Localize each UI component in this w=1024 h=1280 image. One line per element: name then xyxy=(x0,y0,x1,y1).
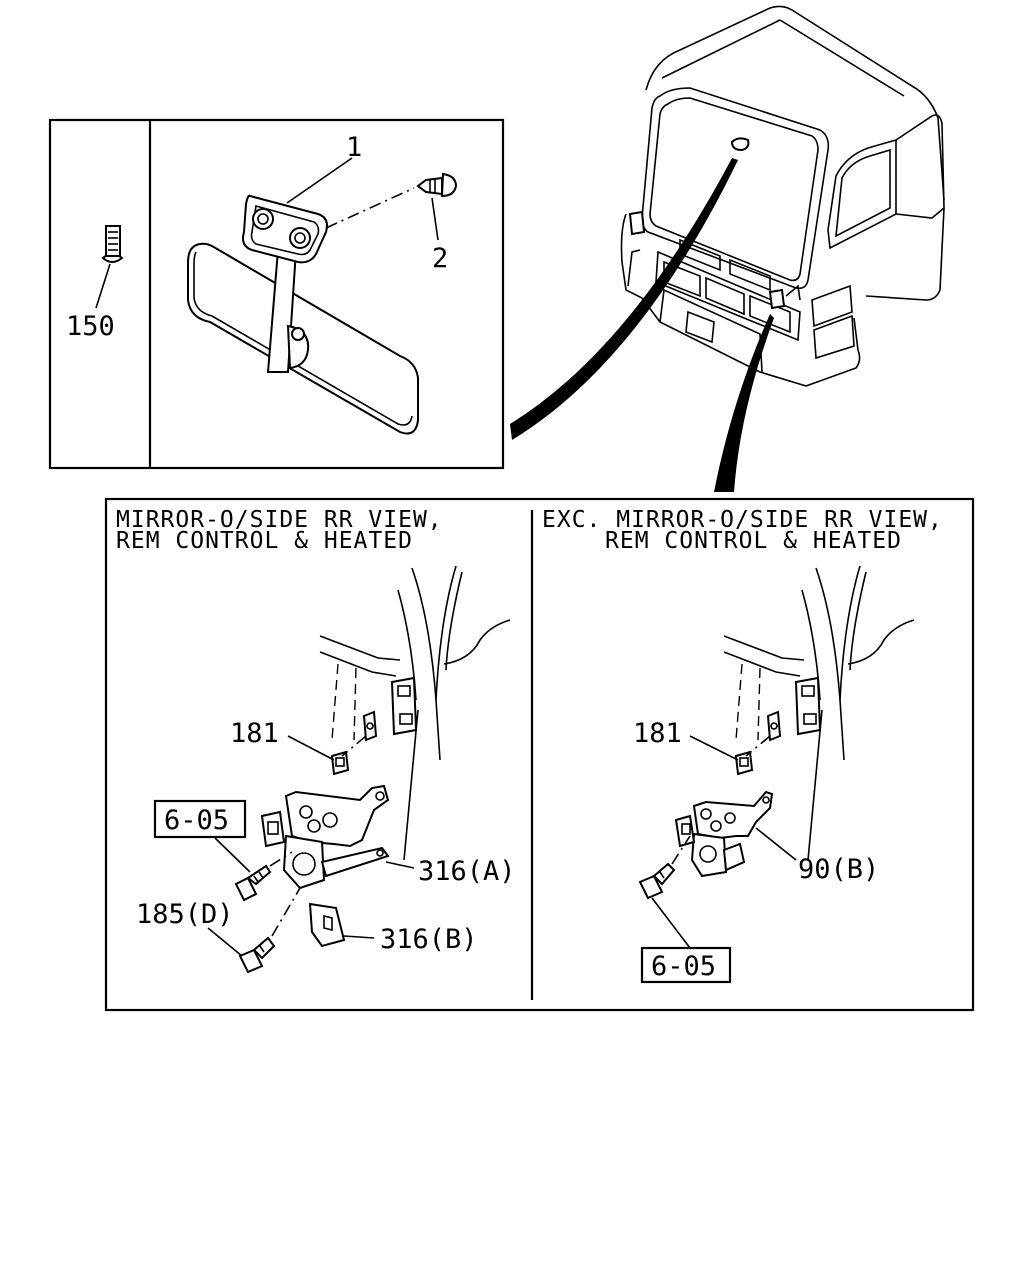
left-panel-body-outline xyxy=(319,565,511,861)
rear-view-mirror-icon xyxy=(187,194,419,435)
left-panel-header-line1: MIRROR-O/SIDE RR VIEW, xyxy=(116,507,443,533)
bracket-90b-icon xyxy=(674,790,774,878)
bolt-185d-icon xyxy=(238,936,276,974)
right-hinge-icon xyxy=(794,676,822,736)
left-callout-181: 181 xyxy=(230,718,279,749)
right-ref-6-05[interactable]: 6-05 xyxy=(640,946,732,984)
callout-1: 1 xyxy=(346,132,362,163)
left-callout-185d: 185(D) xyxy=(136,899,234,930)
clip-150-icon xyxy=(95,225,124,309)
right-clip-nut-icon xyxy=(734,710,782,776)
bracket-316a-icon xyxy=(260,784,390,890)
screw-2-icon xyxy=(416,172,458,198)
left-ref-6-05[interactable]: 6-05 xyxy=(153,799,247,839)
leader-sweep-mirror xyxy=(510,158,738,440)
left-clip-nut-icon xyxy=(330,710,378,776)
clip-316b-icon xyxy=(308,902,346,948)
truck-cab-icon xyxy=(620,5,945,387)
left-callout-316a: 316(A) xyxy=(418,856,516,887)
right-ref-label: 6-05 xyxy=(651,951,716,982)
bolt-right-icon xyxy=(638,862,676,900)
detail-box-bracket xyxy=(104,497,975,1012)
right-callout-181: 181 xyxy=(633,718,682,749)
inset-box-interior-mirror xyxy=(48,118,505,470)
leader-sweep-bracket xyxy=(714,314,774,492)
bolt-upper-icon xyxy=(234,864,272,902)
left-callout-316b: 316(B) xyxy=(380,924,478,955)
left-hinge-icon xyxy=(390,676,418,736)
left-panel-header-line2: REM CONTROL & HEATED xyxy=(116,528,413,554)
right-panel-body-outline xyxy=(723,565,915,861)
right-panel-header-line2: REM CONTROL & HEATED xyxy=(605,528,902,554)
left-ref-label: 6-05 xyxy=(164,805,229,836)
callout-2: 2 xyxy=(432,243,448,274)
right-callout-90b: 90(B) xyxy=(798,854,879,885)
callout-150: 150 xyxy=(66,311,115,342)
right-panel-header-line1: EXC. MIRROR-O/SIDE RR VIEW, xyxy=(542,507,943,533)
